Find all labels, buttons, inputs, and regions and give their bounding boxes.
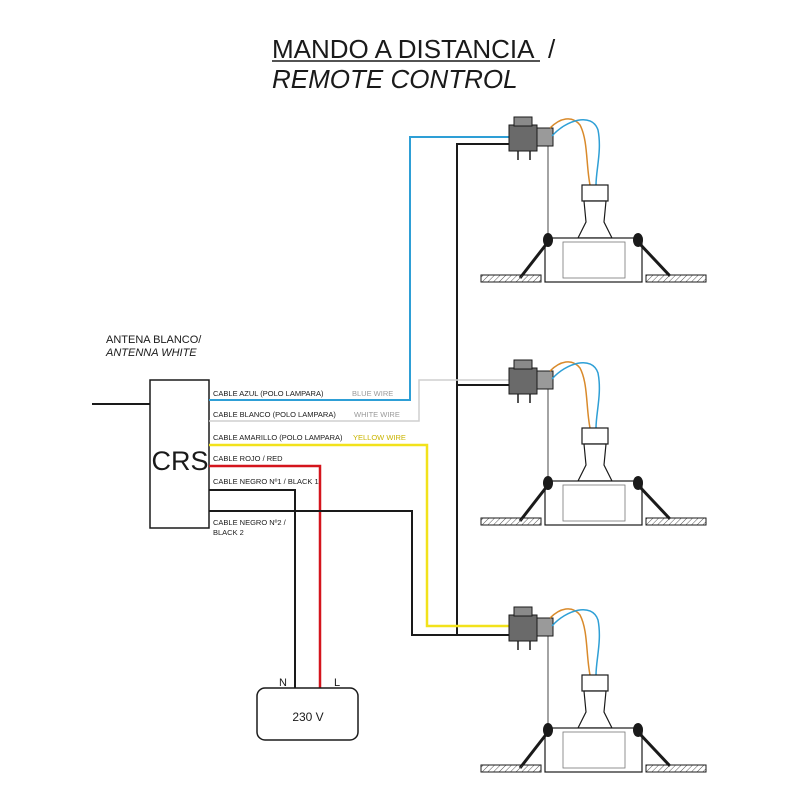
- blue-lead: [551, 119, 601, 186]
- ceiling-right: [645, 764, 707, 773]
- lamp-holder: [581, 184, 609, 202]
- cable-label-black2: CABLE NEGRO Nº2 /: [213, 518, 287, 527]
- ceiling-left: [480, 764, 542, 773]
- title-line2: REMOTE CONTROL: [272, 64, 518, 94]
- cable-label-black2-line2: BLACK 2: [213, 528, 244, 537]
- downlight-fixture-3: [480, 606, 707, 773]
- reflector: [577, 443, 613, 482]
- transformer-body: [508, 124, 538, 152]
- fixture-inner: [562, 731, 626, 769]
- crs-label: CRS: [151, 446, 208, 476]
- clip-pivot-left: [543, 723, 553, 737]
- title-line1: MANDO A DISTANCIA: [272, 34, 535, 64]
- crs-controller: [149, 379, 210, 529]
- blue-lead: [551, 609, 601, 676]
- supply-box: [256, 687, 359, 741]
- black2-wire: [209, 510, 457, 636]
- downlight-fixture-1: [480, 116, 707, 283]
- ceiling-left: [480, 274, 542, 283]
- cable-en-white: WHITE WIRE: [354, 410, 400, 419]
- spring-clip-left: [518, 241, 550, 279]
- cable-en-yellow: YELLOW WIRE: [353, 433, 406, 442]
- red-wire: [209, 464, 322, 688]
- lamp-holder: [581, 674, 609, 692]
- terminal-block: [536, 617, 554, 637]
- transformer-top: [513, 359, 533, 370]
- orange-lead: [549, 118, 591, 186]
- cable-label-white: CABLE BLANCO (POLO LAMPARA): [213, 410, 336, 419]
- fixture-ring: [544, 727, 643, 773]
- spring-clip-right: [636, 730, 672, 768]
- lamp-holder: [581, 427, 609, 445]
- terminal-block: [536, 370, 554, 390]
- fixture-ring: [544, 480, 643, 526]
- live-label: L: [334, 677, 340, 689]
- reflector: [577, 200, 613, 239]
- clip-pivot-right: [633, 723, 643, 737]
- fixture-inner: [562, 484, 626, 522]
- cable-en-blue: BLUE WIRE: [352, 389, 393, 398]
- cable-label-red: CABLE ROJO / RED: [213, 454, 283, 463]
- black1-wire: [209, 489, 296, 688]
- cable-label-black1: CABLE NEGRO Nº1 / BLACK 1: [213, 477, 319, 486]
- neutral-label: N: [279, 677, 287, 689]
- cable-label-blue: CABLE AZUL (POLO LAMPARA): [213, 389, 324, 398]
- orange-lead: [549, 361, 591, 429]
- white-wire: [209, 379, 509, 422]
- downlight-fixtures: [480, 116, 707, 773]
- fixture-ring: [544, 237, 643, 283]
- title-slash: /: [548, 34, 556, 64]
- clip-pivot-left: [543, 476, 553, 490]
- clip-pivot-left: [543, 233, 553, 247]
- fixture-inner: [562, 241, 626, 279]
- ceiling-right: [645, 274, 707, 283]
- antenna-label-en: ANTENNA WHITE: [105, 347, 197, 359]
- ceiling-left: [480, 517, 542, 526]
- blue-wire: [209, 136, 509, 401]
- spring-clip-left: [518, 731, 550, 769]
- transformer-body: [508, 614, 538, 642]
- transformer-top: [513, 116, 533, 127]
- clip-pivot-right: [633, 476, 643, 490]
- ceiling-right: [645, 517, 707, 526]
- blue-lead: [551, 362, 601, 429]
- yellow-wire: [209, 443, 509, 628]
- transformer-body: [508, 367, 538, 395]
- clip-pivot-right: [633, 233, 643, 247]
- spring-clip-right: [636, 483, 672, 521]
- spring-clip-right: [636, 240, 672, 278]
- spring-clip-left: [518, 484, 550, 522]
- reflector: [577, 690, 613, 729]
- cable-label-yellow: CABLE AMARILLO (POLO LAMPARA): [213, 433, 343, 442]
- supply-label: 230 V: [292, 710, 323, 724]
- black-trunk-wire: [456, 143, 509, 636]
- orange-lead: [549, 608, 591, 676]
- antenna-label-es: ANTENA BLANCO/: [106, 334, 202, 346]
- downlight-fixture-2: [480, 359, 707, 526]
- terminal-block: [536, 127, 554, 147]
- transformer-top: [513, 606, 533, 617]
